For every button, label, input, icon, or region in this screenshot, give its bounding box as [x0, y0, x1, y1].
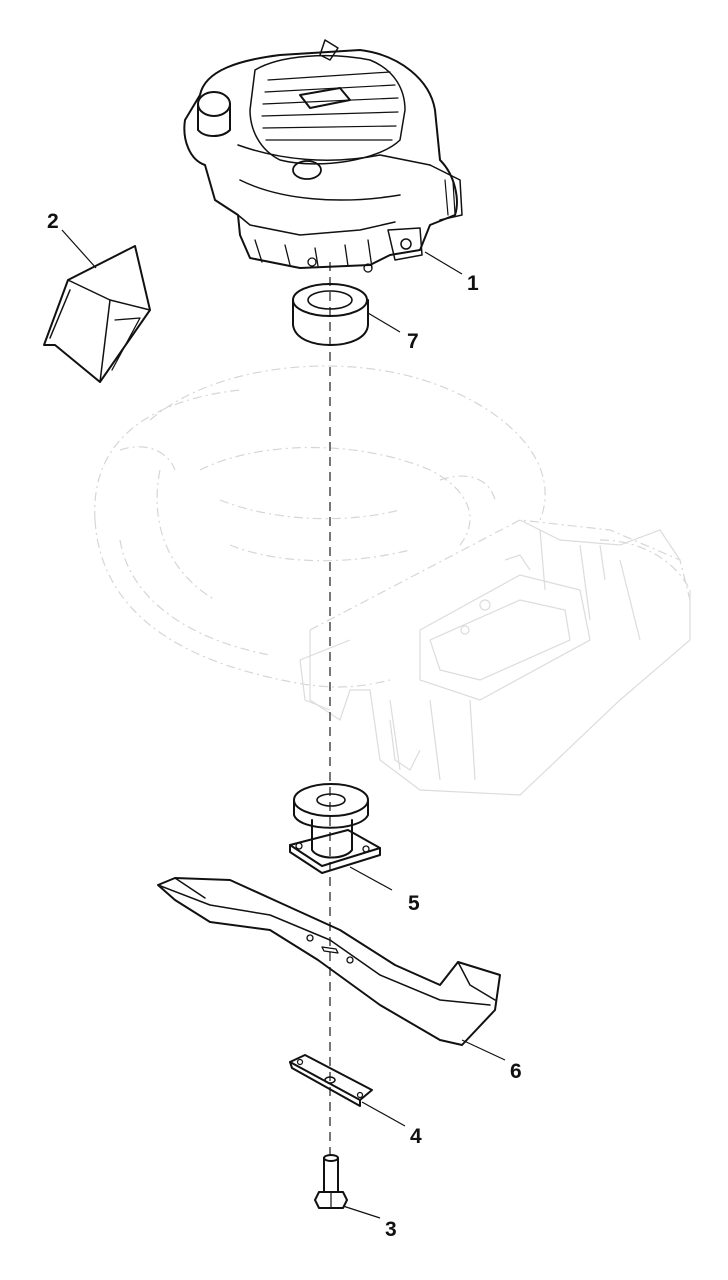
leader-6 [461, 1039, 506, 1061]
spacer-ring-part [292, 283, 369, 346]
callout-6: 6 [510, 1060, 522, 1083]
leader-1 [424, 251, 463, 275]
callout-labels: 1 2 3 4 5 6 7 [47, 210, 522, 1241]
bolt-part [314, 1154, 348, 1209]
leader-4 [361, 1101, 406, 1127]
callout-5: 5 [408, 892, 420, 915]
callout-3: 3 [385, 1218, 397, 1241]
callout-4: 4 [410, 1125, 422, 1148]
mower-deck-ghost [94, 365, 691, 796]
callout-1: 1 [467, 272, 479, 295]
leader-5 [349, 866, 393, 891]
leader-3 [342, 1205, 381, 1219]
blade-part [157, 877, 501, 1046]
leader-lines [61, 229, 506, 1219]
callout-7: 7 [407, 330, 419, 353]
leader-2 [61, 229, 97, 269]
leader-7 [367, 312, 401, 333]
callout-2: 2 [47, 210, 59, 233]
blade-washer-part [289, 1054, 373, 1107]
blade-adapter-part [289, 783, 381, 874]
engine-part [183, 39, 463, 273]
chute-flap-part [43, 245, 151, 383]
